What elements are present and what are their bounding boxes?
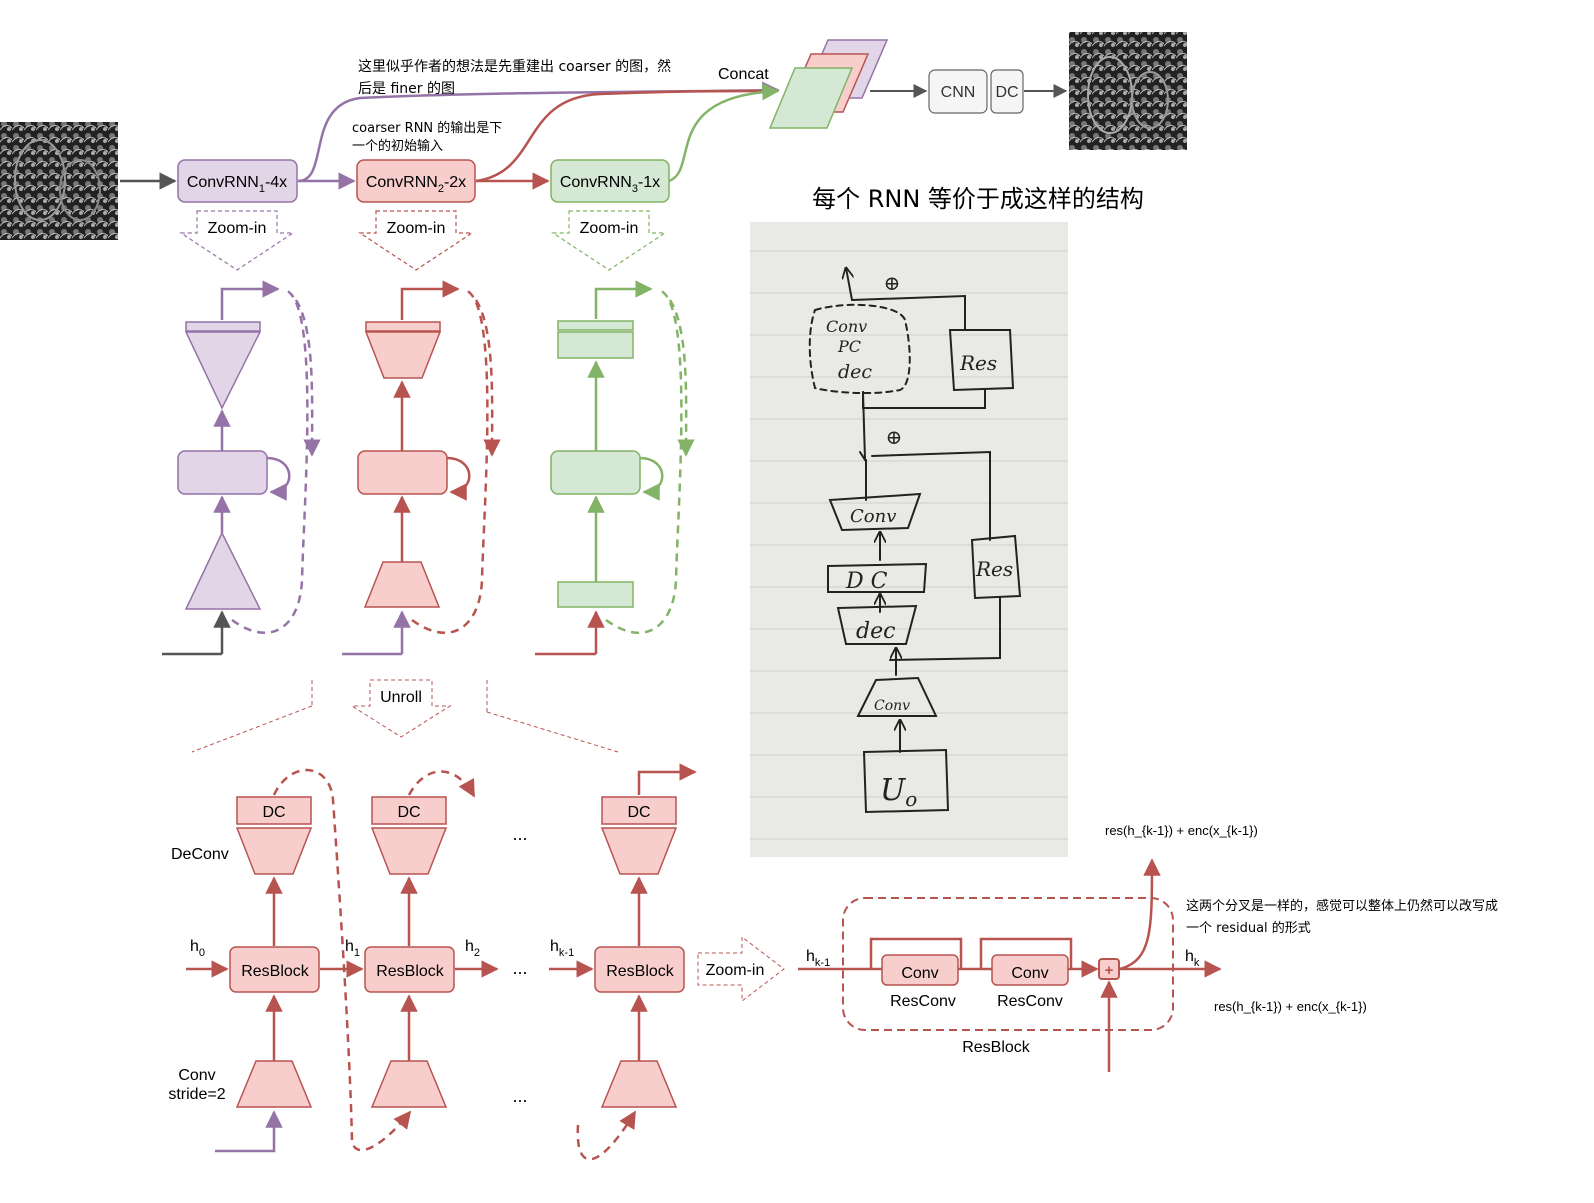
upper-branch-formula: res(h_{k-1}) + enc(x_{k-1})	[1105, 823, 1258, 838]
convrnn2-box: ConvRNN2-2x	[356, 159, 476, 203]
branch-note-line1: 这两个分叉是一样的，感觉可以整体上仍然可以改写成	[1186, 898, 1498, 914]
svg-text:ConvRNN1-4x: ConvRNN1-4x	[187, 174, 287, 195]
zoom-in-arrow-3: Zoom-in	[551, 210, 667, 271]
svg-text:DC: DC	[397, 804, 420, 821]
svg-text:Uo: Uo	[880, 773, 917, 811]
rnn1-internal	[162, 280, 321, 656]
svg-text:Zoom-in: Zoom-in	[208, 220, 267, 237]
resconv2-conv-label: Conv	[1011, 965, 1048, 982]
label-h1: h1	[345, 938, 360, 959]
cnn-box: CNN	[928, 69, 988, 114]
dc-box-top: DC	[990, 69, 1024, 114]
concat-label: Concat	[718, 66, 769, 83]
svg-text:DC: DC	[627, 804, 650, 821]
svg-text:Conv: Conv	[826, 317, 867, 336]
svg-text:Zoom-in: Zoom-in	[387, 220, 446, 237]
rnn2-internal	[342, 280, 501, 656]
note-coarse-to-fine-line1: 这里似乎作者的想法是先重建出 coarser 的图，然	[358, 58, 671, 75]
zoom-in-arrow-1: Zoom-in	[179, 210, 295, 271]
resblock-detail-title: ResBlock	[962, 1039, 1031, 1056]
unrolled-step-0: DC ResBlock	[186, 768, 412, 1153]
svg-text:ConvRNN2-2x: ConvRNN2-2x	[366, 174, 466, 195]
note-initial-input-line2: 一个的初始输入	[352, 138, 443, 154]
ellipsis-resblock: ...	[512, 958, 527, 978]
detail-output-hk: hk	[1185, 948, 1200, 969]
zoom-in-to-resblock: Zoom-in	[697, 935, 785, 1003]
unrolled-step-k: DC ResBlock	[549, 763, 697, 1161]
unroll-indicator: Unroll	[191, 679, 619, 753]
input-mri-image	[0, 122, 118, 240]
convrnn3-box: ConvRNN3-1x	[550, 159, 670, 203]
svg-text:Zoom-in: Zoom-in	[580, 220, 639, 237]
unroll-label: Unroll	[380, 689, 422, 706]
svg-text:Conv: Conv	[874, 698, 910, 714]
svg-text:Res: Res	[959, 351, 997, 375]
note-coarse-to-fine-line2: 后是 finer 的图	[358, 81, 455, 97]
resblock-detail	[798, 858, 1222, 1072]
resconv1-conv-label: Conv	[901, 965, 938, 982]
add-operator: +	[1105, 962, 1114, 979]
detail-input-hk-1: hk-1	[806, 948, 830, 969]
svg-text:ResBlock: ResBlock	[376, 963, 445, 980]
svg-text:ResBlock: ResBlock	[241, 963, 310, 980]
svg-text:ConvRNN3-1x: ConvRNN3-1x	[560, 174, 660, 195]
lower-branch-formula: res(h_{k-1}) + enc(x_{k-1})	[1214, 999, 1367, 1014]
branch-note-line2: 一个 residual 的形式	[1186, 920, 1311, 936]
svg-text:CNN: CNN	[941, 84, 976, 101]
svg-text:Conv: Conv	[850, 506, 896, 527]
svg-text:Res: Res	[975, 557, 1013, 581]
note-initial-input-line1: coarser RNN 的输出是下	[352, 120, 502, 136]
deconv-label: DeConv	[171, 846, 229, 863]
label-h0: h0	[190, 938, 205, 959]
svg-text:⊕: ⊕	[884, 271, 901, 295]
rnn3-internal	[535, 280, 695, 656]
rnn2-to-concat-curve	[475, 89, 779, 183]
svg-text:dec: dec	[856, 619, 895, 644]
svg-text:PC: PC	[837, 337, 861, 356]
zoom-in-arrow-2: Zoom-in	[358, 210, 474, 271]
ellipsis-dc: ...	[512, 824, 527, 844]
label-h2: h2	[465, 938, 480, 959]
svg-text:DC: DC	[262, 804, 285, 821]
svg-text:D C: D C	[845, 569, 888, 594]
svg-text:⊕: ⊕	[886, 425, 903, 449]
rnn3-to-concat-curve	[668, 82, 780, 183]
concat-stack	[768, 39, 889, 129]
rnn-equivalence-title: 每个 RNN 等价于成这样的结构	[812, 185, 1144, 213]
svg-text:Zoom-in: Zoom-in	[706, 962, 765, 979]
conv-stride-label-line1: Conv	[178, 1067, 215, 1084]
conv-stride-label-line2: stride=2	[168, 1086, 225, 1103]
handwritten-sketch-photo: Conv PC dec Res ⊕ ⊕ Conv D C dec Res Con…	[750, 222, 1068, 857]
resconv1-label: ResConv	[890, 993, 956, 1010]
label-hk-1: hk-1	[550, 938, 574, 959]
ellipsis-conv: ...	[512, 1086, 527, 1106]
unrolled-step-1: DC ResBlock	[364, 770, 499, 1108]
resconv2-label: ResConv	[997, 993, 1063, 1010]
svg-text:dec: dec	[838, 361, 872, 383]
output-mri-image	[1069, 32, 1187, 150]
convrnn1-box: ConvRNN1-4x	[177, 159, 298, 203]
svg-text:ResBlock: ResBlock	[606, 963, 675, 980]
svg-text:DC: DC	[995, 84, 1018, 101]
